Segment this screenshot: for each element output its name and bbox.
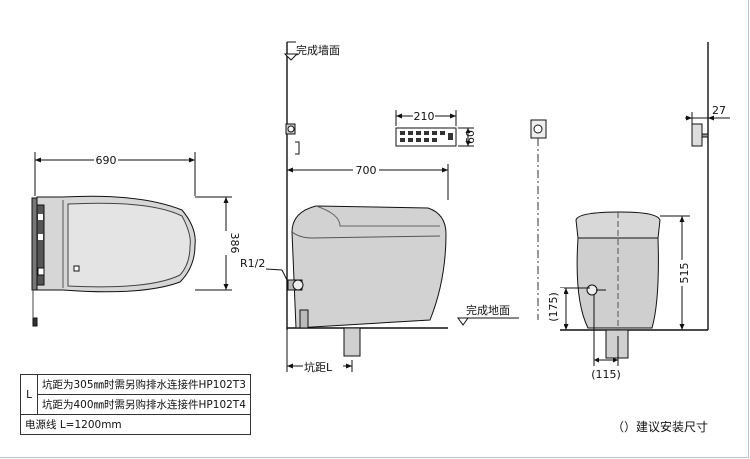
install-note: （）建议安装尺寸 — [612, 420, 709, 434]
dim-515: 515 — [678, 263, 691, 284]
label-finished-floor: 完成地面 — [466, 303, 510, 317]
label-finished-wall: 完成墙面 — [296, 43, 340, 57]
spec-row-power: 电源线 L=1200mm — [20, 414, 251, 435]
top-view: 690 386 — [31, 152, 241, 327]
dim-115: (115) — [591, 368, 621, 381]
dim-700: 700 — [356, 164, 377, 177]
remote-view: 210 60 — [395, 110, 477, 147]
spec-table: L 坑距为305㎜时需另购排水连接件HP102T3 坑距为400㎜时需另购排水连… — [20, 374, 251, 435]
label-inlet: R1/2 — [240, 257, 265, 270]
dim-386: 386 — [228, 233, 241, 254]
side-view: 完成墙面 700 R1/2 完成地面 坑距L — [240, 41, 519, 374]
dim-175: (175) — [547, 292, 560, 322]
dim-210: 210 — [414, 110, 435, 123]
spec-code: L — [20, 374, 38, 415]
dim-60: 60 — [464, 130, 477, 144]
spec-row-400: 坑距为400㎜时需另购排水连接件HP102T4 — [37, 394, 251, 415]
dim-27: 27 — [712, 104, 726, 117]
dim-690: 690 — [96, 154, 117, 167]
spec-row-305: 坑距为305㎜时需另购排水连接件HP102T3 — [37, 374, 251, 395]
front-view: 27 515 (175) (115) — [530, 42, 730, 381]
label-rough-in: 坑距L — [304, 360, 333, 374]
